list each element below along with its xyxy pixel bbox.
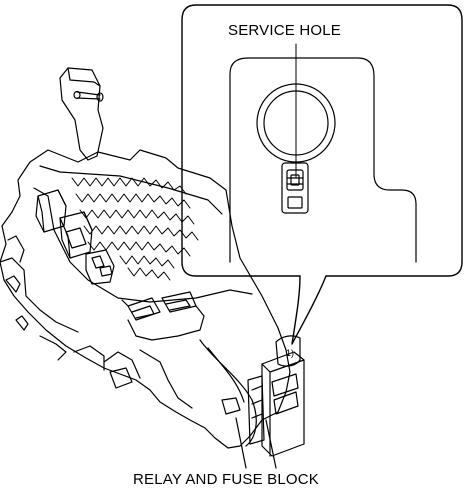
block-outline <box>0 149 291 449</box>
stud-bolt <box>76 91 101 100</box>
service-hole-label: SERVICE HOLE <box>228 22 341 39</box>
service-hole-callout <box>181 4 463 345</box>
leader-line-left <box>235 417 247 469</box>
connectors <box>121 291 205 341</box>
side-connector-stack <box>247 351 305 457</box>
relay-fuse-block: 1) <box>0 67 305 469</box>
relays <box>35 189 115 285</box>
service-hole-clip <box>281 162 309 214</box>
leader-line-right <box>265 419 277 469</box>
mounting-bracket <box>59 67 104 161</box>
panel-outline <box>229 57 417 263</box>
callout-frame <box>181 4 463 345</box>
relay-fuse-block-label: RELAY AND FUSE BLOCK <box>133 471 320 488</box>
fuse-rows <box>71 177 199 281</box>
